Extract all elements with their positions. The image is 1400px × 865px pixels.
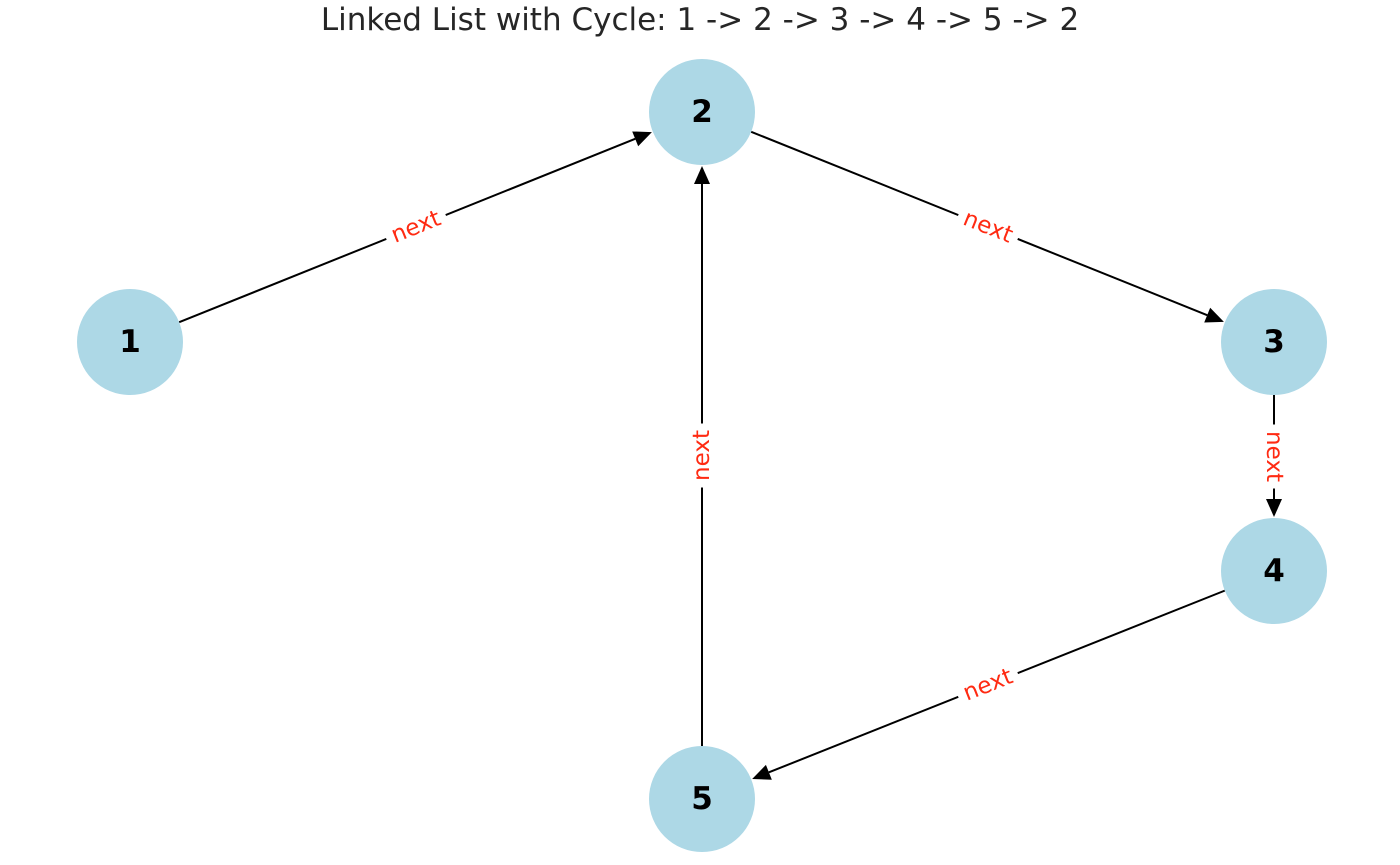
edge-label-group: next: [951, 198, 1025, 256]
edge-label-background: [1256, 424, 1292, 489]
arrowhead-icon: [694, 166, 710, 184]
edge-label-group: next: [951, 656, 1025, 714]
edge-label: next: [689, 430, 715, 481]
edges-layer: next next next next next: [178, 130, 1292, 780]
diagram-title: Linked List with Cycle: 1 -> 2 -> 3 -> 4…: [320, 2, 1080, 38]
node-label: 3: [1263, 324, 1285, 360]
nodes-layer: 1 2 3 4 5: [77, 59, 1327, 852]
node-5: 5: [649, 746, 755, 852]
node-circle: [1221, 289, 1327, 395]
edge-label-group: next: [684, 423, 720, 488]
node-label: 2: [691, 94, 713, 130]
arrowhead-icon: [752, 764, 772, 780]
edge-n2-n3: next: [750, 130, 1224, 323]
edge-label-background: [684, 423, 720, 488]
node-1: 1: [77, 289, 183, 395]
edge-label-group: next: [1256, 424, 1292, 489]
node-circle: [1221, 518, 1327, 624]
node-2: 2: [649, 59, 755, 165]
node-3: 3: [1221, 289, 1327, 395]
node-circle: [649, 59, 755, 165]
arrowhead-icon: [1266, 499, 1282, 517]
node-label: 1: [119, 324, 141, 360]
node-4: 4: [1221, 518, 1327, 624]
edge-label-background: [379, 198, 453, 256]
edge-n3-n4: next: [1256, 395, 1292, 517]
node-label: 4: [1263, 553, 1285, 589]
node-circle: [77, 289, 183, 395]
node-circle: [649, 746, 755, 852]
edge-n5-n2: next: [684, 166, 720, 746]
node-label: 5: [691, 781, 713, 817]
arrowhead-icon: [632, 131, 652, 147]
edge-label: next: [1261, 431, 1287, 482]
edge-label-background: [951, 656, 1025, 714]
edge-n1-n2: next: [178, 131, 652, 324]
edge-label-group: next: [379, 198, 453, 256]
edge-label-background: [951, 198, 1025, 256]
edge-n4-n5: next: [752, 589, 1226, 780]
arrowhead-icon: [1204, 307, 1224, 323]
